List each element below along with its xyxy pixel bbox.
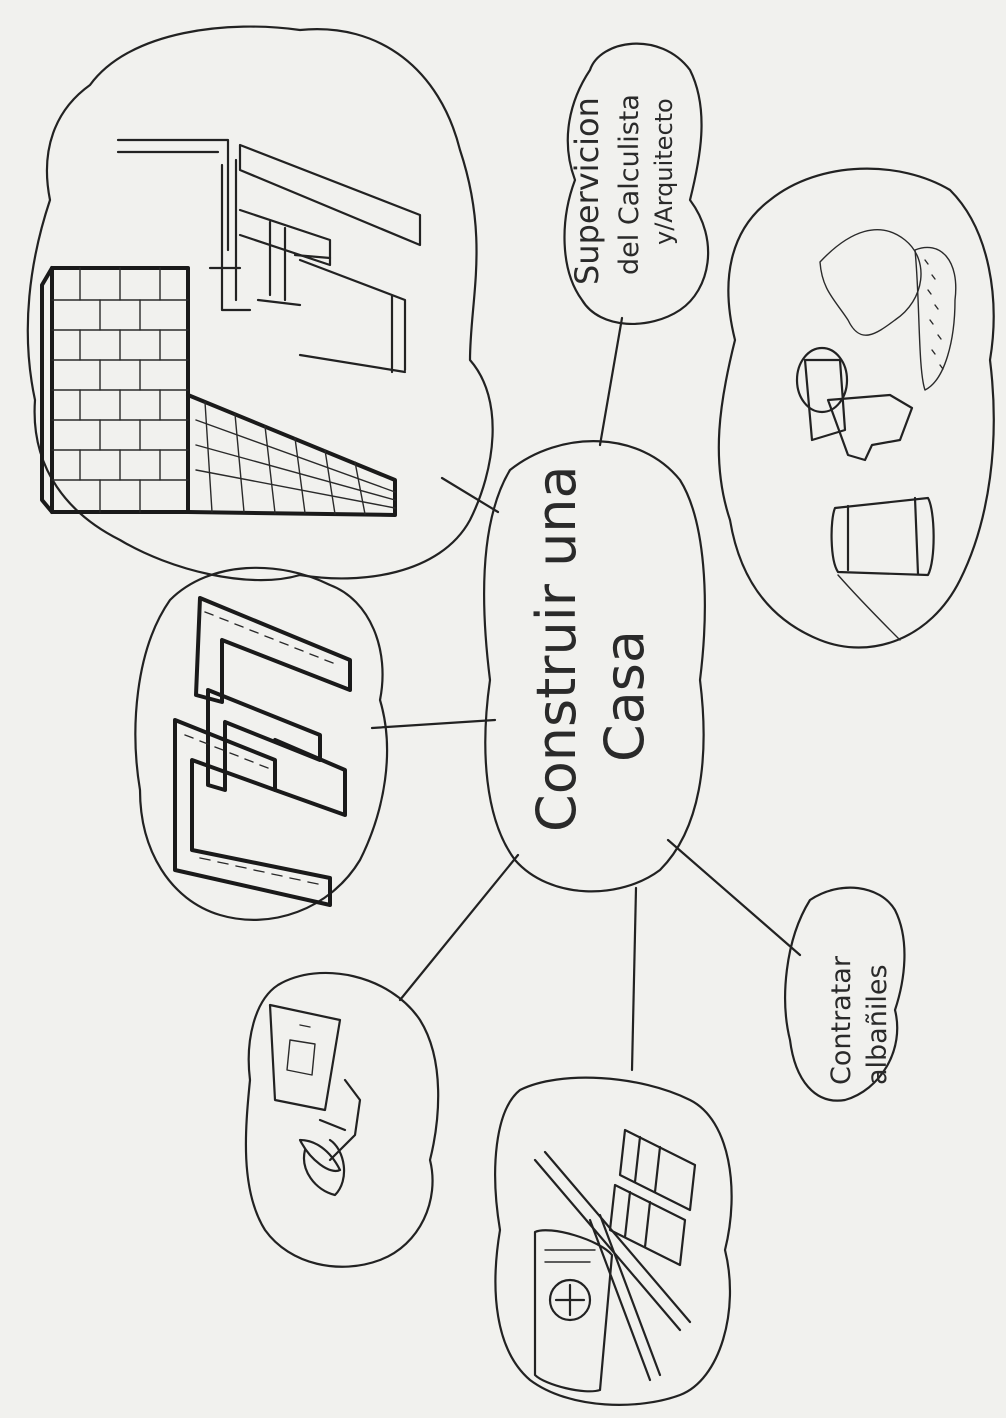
supervision-line-2: del Calculista [614, 94, 645, 275]
sand-pile-icon [819, 228, 957, 391]
floorplan-walls-icon [173, 596, 352, 907]
bricks-icon [608, 1128, 697, 1267]
albaniles-text: Contratar albañiles [826, 955, 893, 1085]
supervision-line-3: y/Arquitecto [650, 98, 678, 245]
connector-albaniles [666, 838, 802, 957]
cloud-center: Construir una Casa [482, 440, 706, 893]
supervision-text: Supervicion del Calculista y/Arquitecto [568, 94, 678, 285]
bucket-icon [830, 496, 935, 641]
connector-frame [440, 476, 500, 514]
brick-wall-icon [40, 266, 397, 517]
albaniles-line-1: Contratar [826, 955, 857, 1085]
connectors [370, 316, 802, 1072]
rebar-icon [533, 1150, 692, 1382]
cement-bag-icon [533, 1229, 614, 1393]
supervision-line-1: Supervicion [568, 97, 606, 285]
connector-materials [630, 886, 638, 1072]
center-title-line-2: Casa [593, 630, 656, 762]
trowel-icon [795, 346, 914, 462]
albaniles-line-2: albañiles [862, 964, 893, 1085]
center-title-line-1: Construir una [525, 465, 588, 832]
cloud-albaniles: Contratar albañiles [784, 886, 906, 1102]
connector-plans [398, 853, 520, 1002]
person-with-plans-icon [268, 1003, 362, 1197]
cloud-supervision: Supervicion del Calculista y/Arquitecto [563, 42, 710, 325]
connector-floorplan [370, 718, 497, 730]
cloud-structure [26, 25, 494, 582]
connector-supervision [598, 316, 624, 447]
cloud-materials-supply [717, 167, 995, 649]
cloud-plans [244, 971, 440, 1268]
column-frame-icon [116, 138, 422, 374]
cloud-floorplan [134, 566, 389, 921]
center-text: Construir una Casa [525, 465, 656, 832]
cloud-materials [494, 1076, 733, 1406]
